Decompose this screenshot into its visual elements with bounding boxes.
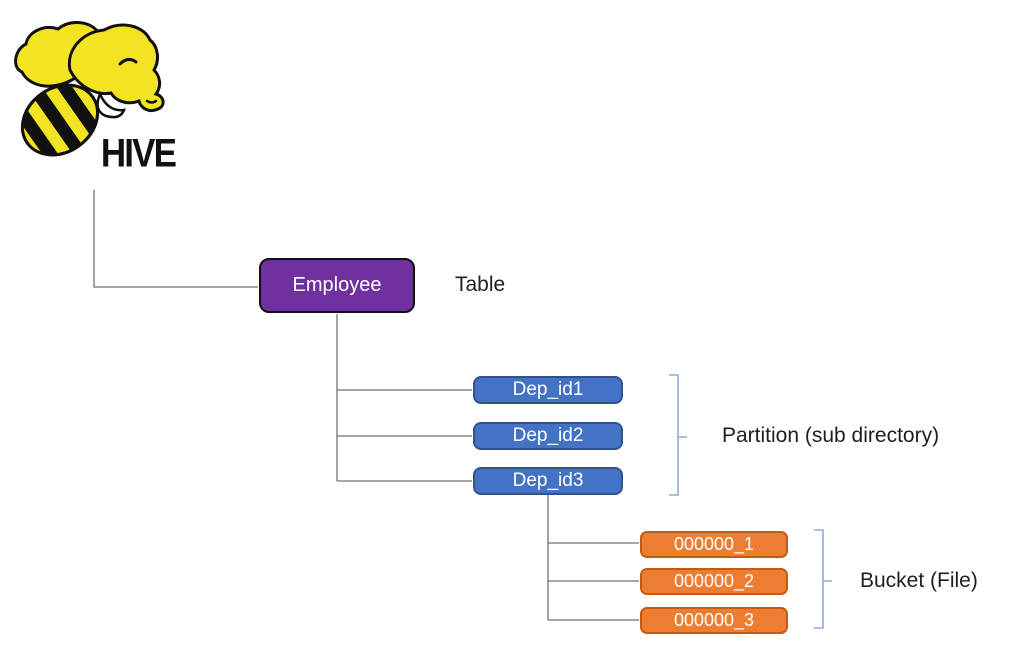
hive-wordmark: HIVE — [101, 130, 176, 172]
table-node-label: Employee — [292, 274, 382, 296]
elephant-tusk — [96, 90, 126, 119]
elephant-head — [67, 23, 165, 113]
bucket-node-label: 000000_3 — [673, 610, 755, 630]
elephant-eye — [118, 57, 138, 66]
partition-node-label: Dep_id1 — [512, 379, 584, 400]
partition-node-2: Dep_id2 — [473, 422, 623, 450]
partition-node-3: Dep_id3 — [473, 467, 623, 495]
table-annotation: Table — [455, 273, 506, 296]
bucket-node-label: 000000_1 — [673, 534, 755, 554]
partition-node-label: Dep_id2 — [512, 425, 584, 446]
connector-logo-to-table — [93, 190, 258, 288]
bucket-node-2: 000000_2 — [640, 568, 788, 595]
partition-annotation: Partition (sub directory) — [722, 424, 940, 447]
connector-partition-to-buckets — [547, 494, 639, 621]
partition-node-1: Dep_id1 — [473, 376, 623, 404]
partition-node-label: Dep_id3 — [512, 470, 584, 491]
table-node-employee: Employee — [259, 258, 415, 313]
partition-bracket — [669, 374, 687, 496]
hive-logo-icon: HIVE — [9, 21, 178, 172]
bucket-node-1: 000000_1 — [640, 531, 788, 558]
bucket-bracket — [814, 529, 832, 629]
bucket-node-label: 000000_2 — [673, 571, 755, 591]
bucket-annotation: Bucket (File) — [860, 569, 978, 592]
bee-body — [9, 70, 108, 170]
trunk-nostril — [145, 99, 158, 104]
connector-table-to-partitions — [336, 314, 472, 482]
bucket-node-3: 000000_3 — [640, 607, 788, 634]
